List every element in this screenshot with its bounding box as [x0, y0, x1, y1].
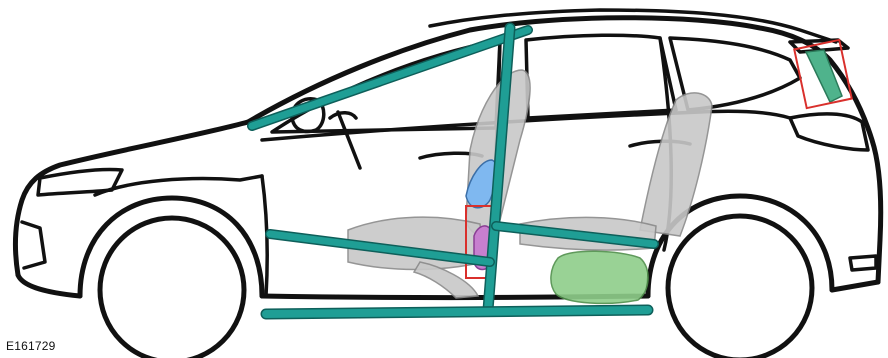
rear-bumper	[832, 282, 878, 290]
front-fender-line	[95, 176, 262, 195]
steering-wheel	[330, 112, 360, 168]
figure-id-label: E161729	[6, 339, 55, 353]
front-bumper	[18, 275, 80, 296]
rocker-panel-fill	[266, 310, 648, 314]
rear-door-window	[526, 35, 676, 118]
front-grille	[22, 222, 45, 268]
front-wheel	[100, 218, 244, 358]
rear-window-module	[806, 50, 842, 102]
rear-wheel	[668, 216, 812, 358]
seats	[348, 70, 712, 298]
tail-light	[790, 114, 868, 150]
green-airbag-module	[551, 251, 648, 303]
rear-reflector	[850, 256, 876, 270]
